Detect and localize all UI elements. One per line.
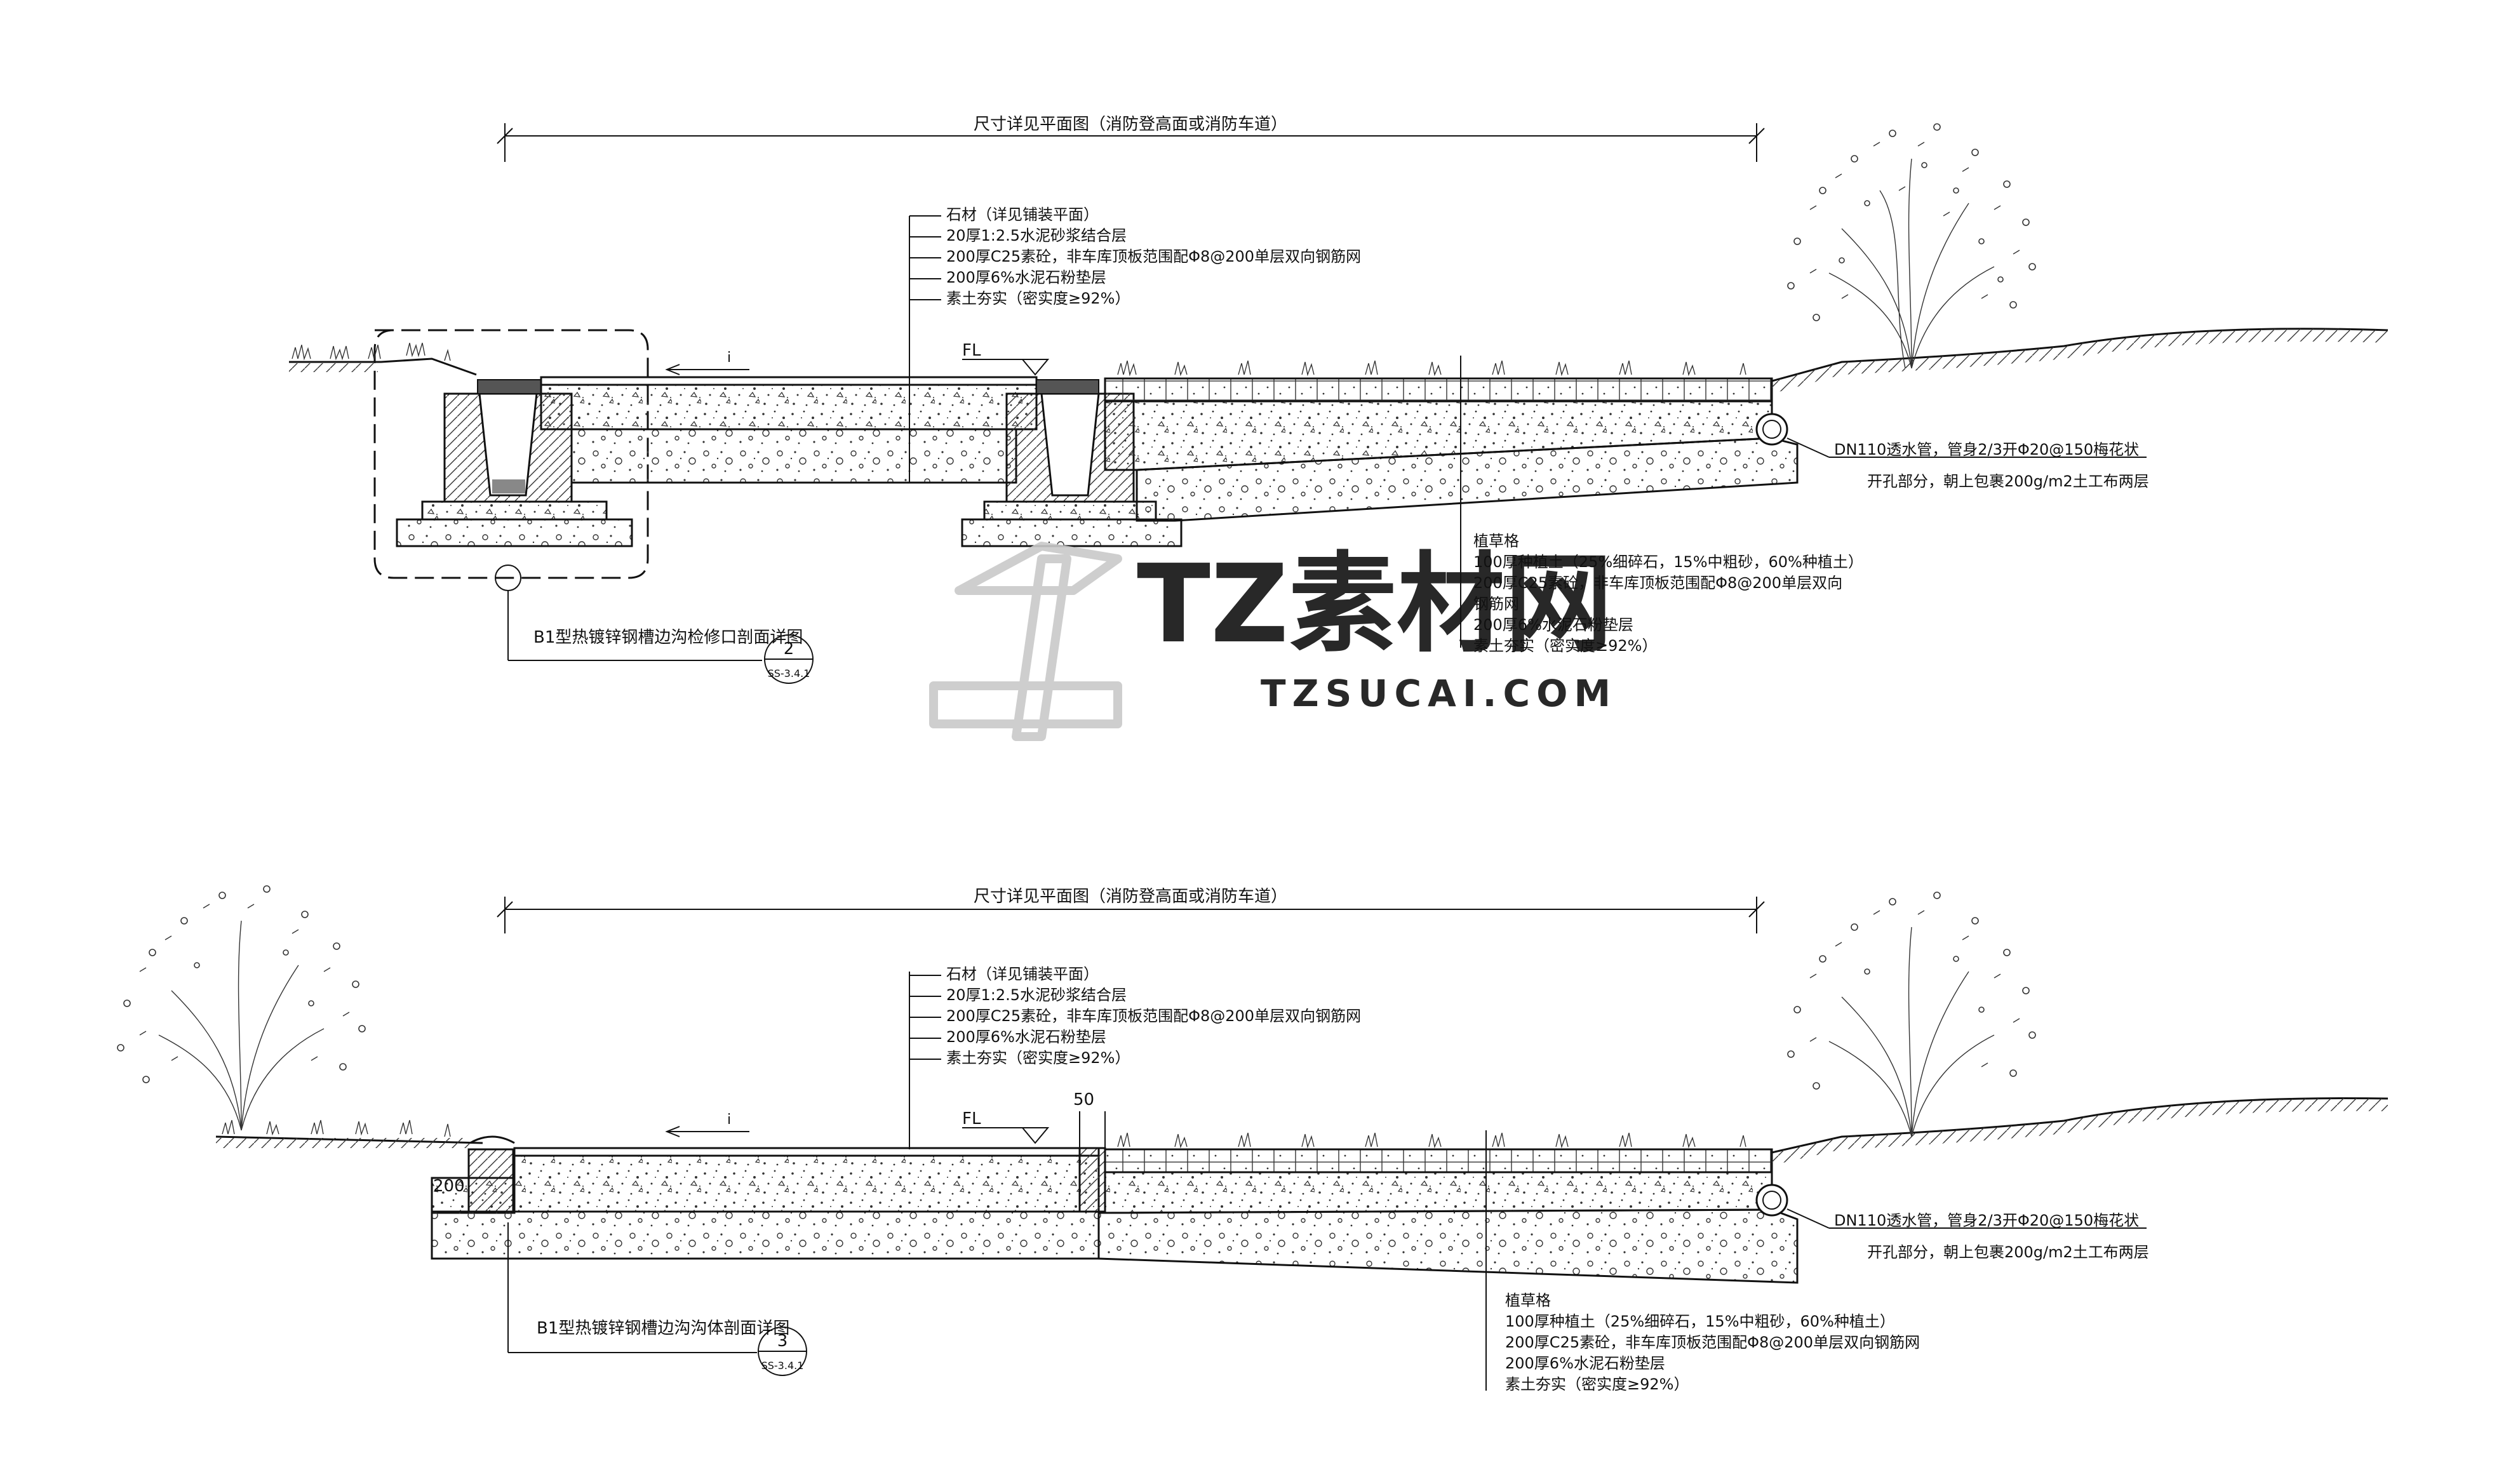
svg-text:200厚6%水泥石粉垫层: 200厚6%水泥石粉垫层 bbox=[946, 1028, 1106, 1046]
svg-text:SS-3.4.1: SS-3.4.1 bbox=[761, 1360, 804, 1372]
svg-text:100厚种植土（25%细碎石，15%中粗砂，60%种植土）: 100厚种植土（25%细碎石，15%中粗砂，60%种植土） bbox=[1473, 553, 1863, 571]
leader-paving-top bbox=[909, 215, 941, 305]
watermark-logo-icon bbox=[929, 542, 1122, 741]
svg-text:素土夯实（密实度≥92%）: 素土夯实（密实度≥92%） bbox=[946, 290, 1130, 307]
svg-text:50: 50 bbox=[1073, 1090, 1094, 1109]
svg-text:开孔部分，朝上包裹200g/m2土工布两层: 开孔部分，朝上包裹200g/m2土工布两层 bbox=[1867, 472, 2149, 490]
watermark: TZ素材网 TZSUCAI.COM bbox=[929, 542, 1617, 741]
svg-text:钢筋网: 钢筋网 bbox=[1473, 595, 1519, 613]
earth-right bbox=[1772, 328, 2388, 394]
drain-channel-left-bottom: 200 bbox=[431, 1135, 516, 1214]
pipe-note-bottom: DN110透水管，管身2/3开Φ20@150梅花状 开孔部分，朝上包裹200g/… bbox=[1786, 1208, 2149, 1261]
earth-right-bottom bbox=[1772, 1098, 2388, 1165]
grass-paver-section-top bbox=[1104, 356, 1799, 522]
paving-layer-labels-bottom: 石材（详见铺装平面） 20厚1:2.5水泥砂浆结合层 200厚C25素砼，非车库… bbox=[946, 965, 1361, 1067]
grass-layer-labels-top: 植草格 100厚种植土（25%细碎石，15%中粗砂，60%种植土） 200厚C2… bbox=[1460, 483, 1863, 655]
svg-text:200厚C25素砼，非车库顶板范围配Φ8@200单层双向钢筋: 200厚C25素砼，非车库顶板范围配Φ8@200单层双向钢筋网 bbox=[1505, 1334, 1920, 1351]
earth-left bbox=[289, 363, 378, 372]
svg-text:DN110透水管，管身2/3开Φ20@150梅花状: DN110透水管，管身2/3开Φ20@150梅花状 bbox=[1834, 441, 2139, 458]
svg-text:200: 200 bbox=[433, 1177, 465, 1196]
tree-right-bottom-illustration bbox=[1787, 892, 2036, 1137]
section-bottom: 尺寸详见平面图（消防登高面或消防车道） 200 i FL 50 bbox=[117, 885, 2389, 1393]
svg-text:3: 3 bbox=[777, 1332, 788, 1351]
svg-text:2: 2 bbox=[784, 639, 794, 658]
svg-text:20厚1:2.5水泥砂浆结合层: 20厚1:2.5水泥砂浆结合层 bbox=[946, 986, 1127, 1004]
svg-text:200厚6%水泥石粉垫层: 200厚6%水泥石粉垫层 bbox=[946, 269, 1106, 286]
svg-text:200厚C25素砼，非车库顶板范围配Φ8@200单层双向: 200厚C25素砼，非车库顶板范围配Φ8@200单层双向 bbox=[1473, 574, 1842, 592]
svg-text:石材（详见铺装平面）: 石材（详见铺装平面） bbox=[946, 965, 1099, 983]
detail-reference-bottom: B1型热镀锌钢槽边沟沟体剖面详图 3 SS-3.4.1 bbox=[507, 1222, 807, 1376]
detail-reference-top: B1型热镀锌钢槽边沟检修口剖面详图 2 SS-3.4.1 bbox=[507, 591, 814, 684]
paving-slab-top: i bbox=[540, 350, 1038, 484]
svg-text:素土夯实（密实度≥92%）: 素土夯实（密实度≥92%） bbox=[946, 1049, 1130, 1067]
svg-text:100厚种植土（25%细碎石，15%中粗砂，60%种植土）: 100厚种植土（25%细碎石，15%中粗砂，60%种植土） bbox=[1505, 1313, 1895, 1330]
svg-text:植草格: 植草格 bbox=[1505, 1292, 1551, 1309]
svg-text:素土夯实（密实度≥92%）: 素土夯实（密实度≥92%） bbox=[1473, 637, 1657, 655]
leader-paving-bottom bbox=[909, 972, 941, 1149]
grass-layer-labels-bottom: 植草格 100厚种植土（25%细碎石，15%中粗砂，60%种植土） 200厚C2… bbox=[1485, 1270, 1920, 1393]
pipe-note-top: DN110透水管，管身2/3开Φ20@150梅花状 开孔部分，朝上包裹200g/… bbox=[1786, 438, 2149, 490]
svg-text:FL: FL bbox=[962, 1109, 981, 1128]
paving-layer-labels-top: 石材（详见铺装平面） 20厚1:2.5水泥砂浆结合层 200厚C25素砼，非车库… bbox=[946, 206, 1361, 307]
svg-text:B1型热镀锌钢槽边沟沟体剖面详图: B1型热镀锌钢槽边沟沟体剖面详图 bbox=[537, 1319, 789, 1338]
svg-text:200厚6%水泥石粉垫层: 200厚6%水泥石粉垫层 bbox=[1505, 1354, 1665, 1372]
svg-text:200厚6%水泥石粉垫层: 200厚6%水泥石粉垫层 bbox=[1473, 616, 1633, 634]
ground-left bbox=[289, 358, 477, 376]
svg-text:200厚C25素砼，非车库顶板范围配Φ8@200单层双向钢筋: 200厚C25素砼，非车库顶板范围配Φ8@200单层双向钢筋网 bbox=[946, 1007, 1361, 1025]
tree-right-top-illustration bbox=[1787, 123, 2036, 369]
earth-left-bottom bbox=[216, 1138, 470, 1148]
svg-text:FL: FL bbox=[962, 341, 981, 360]
dimension-label: 尺寸详见平面图（消防登高面或消防车道） bbox=[974, 887, 1287, 906]
dimension-label: 尺寸详见平面图（消防登高面或消防车道） bbox=[974, 115, 1287, 134]
tree-left-bottom-illustration bbox=[117, 885, 366, 1131]
svg-text:素土夯实（密实度≥92%）: 素土夯实（密实度≥92%） bbox=[1505, 1375, 1689, 1393]
svg-text:B1型热镀锌钢槽边沟检修口剖面详图: B1型热镀锌钢槽边沟检修口剖面详图 bbox=[533, 628, 803, 647]
svg-text:20厚1:2.5水泥砂浆结合层: 20厚1:2.5水泥砂浆结合层 bbox=[946, 227, 1127, 244]
svg-text:i: i bbox=[727, 350, 731, 366]
section-top: 尺寸详见平面图（消防登高面或消防车道） i bbox=[289, 115, 2389, 684]
svg-text:DN110透水管，管身2/3开Φ20@150梅花状: DN110透水管，管身2/3开Φ20@150梅花状 bbox=[1834, 1212, 2139, 1229]
watermark-url: TZSUCAI.COM bbox=[1261, 672, 1617, 715]
grass-tufts-top bbox=[292, 342, 1746, 377]
svg-text:SS-3.4.1: SS-3.4.1 bbox=[768, 667, 810, 679]
paving-slab-bottom: i FL 50 bbox=[431, 1090, 1106, 1260]
svg-text:石材（详见铺装平面）: 石材（详见铺装平面） bbox=[946, 206, 1099, 224]
dimension-line-bottom: 尺寸详见平面图（消防登高面或消防车道） bbox=[497, 887, 1765, 933]
watermark-brand: TZ素材网 bbox=[1137, 542, 1612, 667]
svg-text:开孔部分，朝上包裹200g/m2土工布两层: 开孔部分，朝上包裹200g/m2土工布两层 bbox=[1867, 1243, 2149, 1261]
dimension-line-top: 尺寸详见平面图（消防登高面或消防车道） bbox=[497, 115, 1765, 162]
grass-tufts-bottom bbox=[222, 1120, 1746, 1149]
grass-paver-section-bottom bbox=[1097, 1130, 1799, 1284]
svg-text:植草格: 植草格 bbox=[1473, 532, 1519, 550]
svg-text:i: i bbox=[727, 1112, 731, 1128]
svg-text:200厚C25素砼，非车库顶板范围配Φ8@200单层双向钢筋: 200厚C25素砼，非车库顶板范围配Φ8@200单层双向钢筋网 bbox=[946, 248, 1361, 265]
